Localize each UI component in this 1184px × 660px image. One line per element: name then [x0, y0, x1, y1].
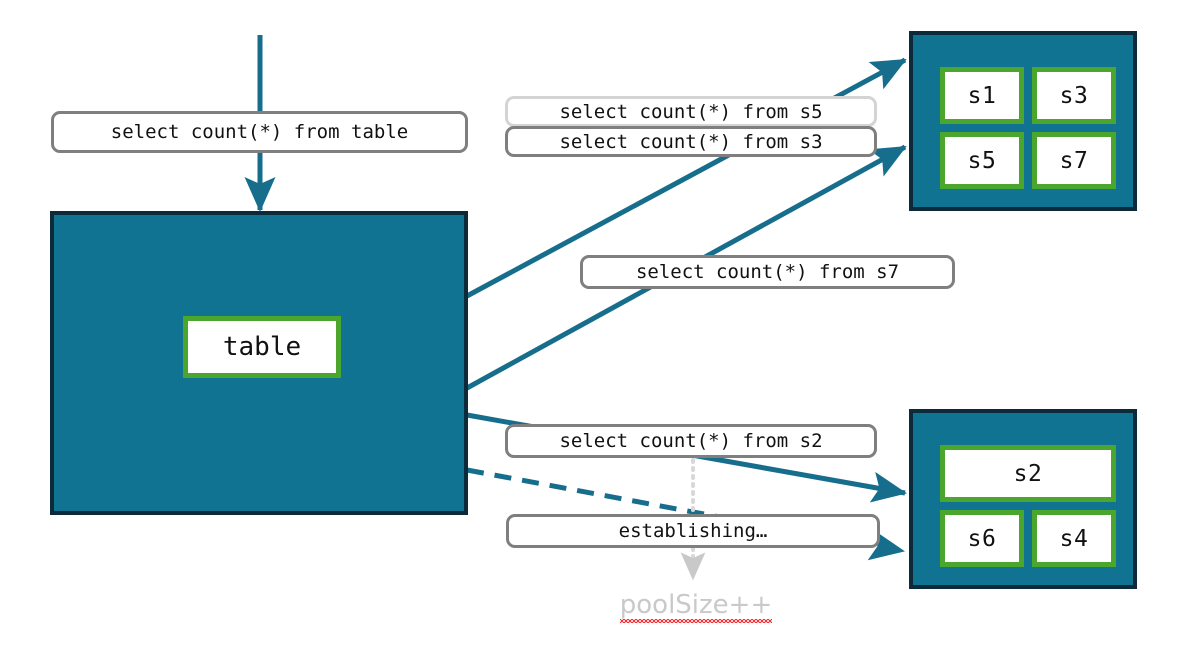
poolsize-annotation: poolSize++ — [596, 590, 796, 623]
query-incoming-text: select count(*) from table — [110, 121, 409, 143]
shard-s2: s2 — [940, 445, 1116, 502]
status-establishing-text: establishing… — [618, 520, 768, 542]
shard-s2-label: s2 — [1013, 460, 1043, 487]
shard-s3-label: s3 — [1059, 82, 1089, 109]
query-s7-text: select count(*) from s7 — [635, 261, 900, 283]
shard-s7-label: s7 — [1059, 147, 1089, 174]
status-establishing-label: establishing… — [506, 514, 880, 548]
query-incoming-label: select count(*) from table — [51, 111, 468, 153]
query-s2-label: select count(*) from s2 — [505, 424, 877, 458]
query-s3-text: select count(*) from s3 — [559, 130, 823, 153]
shard-s6-label: s6 — [967, 525, 997, 552]
poolsize-text: poolSize++ — [619, 590, 773, 623]
query-s5-text: select count(*) from s5 — [559, 100, 823, 123]
shard-s3: s3 — [1032, 67, 1116, 124]
shard-s6: s6 — [940, 510, 1024, 567]
query-s7-label: select count(*) from s7 — [580, 255, 955, 289]
shard-s4: s4 — [1032, 510, 1116, 567]
table-container: table — [50, 211, 468, 515]
top-shard-pool: s1 s3 s5 s7 — [909, 31, 1137, 211]
bottom-shard-pool: s2 s6 s4 — [909, 409, 1137, 589]
shard-s4-label: s4 — [1059, 525, 1089, 552]
shard-s1: s1 — [940, 67, 1024, 124]
query-s3-label: select count(*) from s3 — [505, 126, 877, 157]
shard-s5: s5 — [940, 132, 1024, 189]
shard-s1-label: s1 — [967, 82, 997, 109]
query-s5-label: select count(*) from s5 — [505, 96, 877, 127]
table-node: table — [183, 316, 341, 378]
query-s2-text: select count(*) from s2 — [559, 430, 823, 452]
shard-s5-label: s5 — [967, 147, 997, 174]
table-node-label: table — [222, 332, 302, 362]
shard-s7: s7 — [1032, 132, 1116, 189]
